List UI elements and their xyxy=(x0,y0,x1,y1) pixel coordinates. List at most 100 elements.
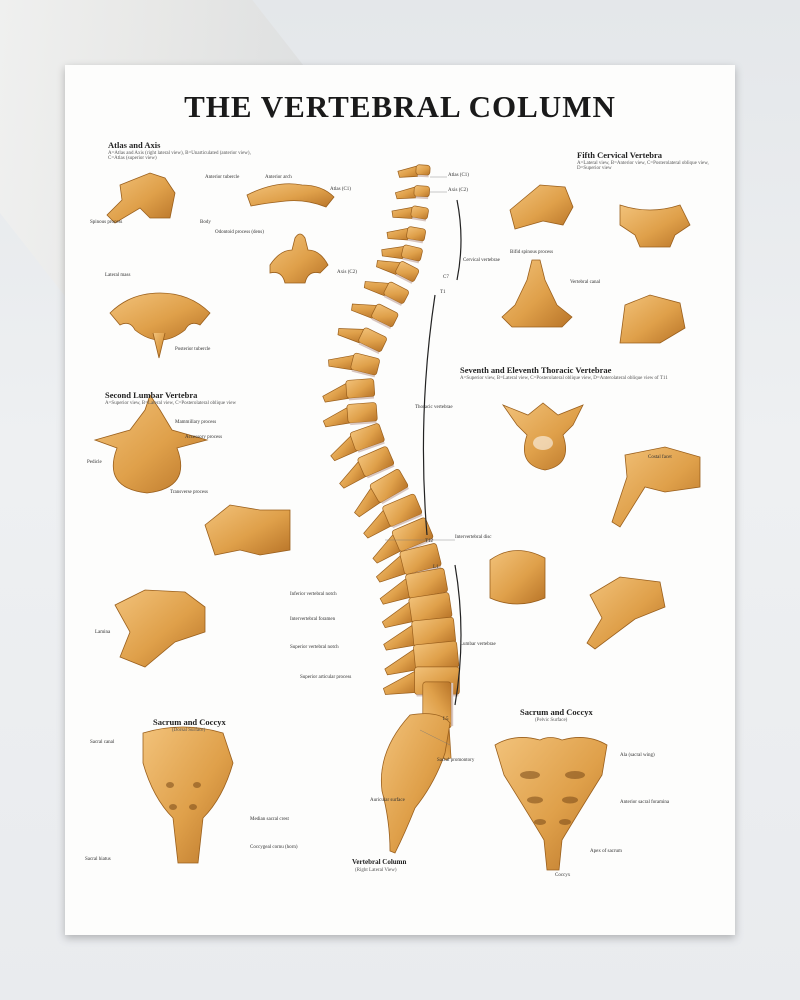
label-cervical: Cervical vertebrae xyxy=(463,258,500,263)
vertebra xyxy=(339,446,395,489)
spinous-process xyxy=(322,407,351,428)
label-anterior-foramina: Anterior sacral foramina xyxy=(620,800,670,805)
intervertebral-disc xyxy=(381,487,409,505)
spinous-process xyxy=(391,206,413,219)
label-superior-notch: Superior vertebral notch xyxy=(290,645,339,650)
label-axis-c2: Axis (C2) xyxy=(337,270,357,275)
section-title-column: Vertebral Column xyxy=(352,858,407,866)
intervertebral-disc xyxy=(366,464,395,479)
section-title-second-lumbar: Second Lumbar Vertebra xyxy=(105,390,198,400)
l2-oblique xyxy=(114,589,206,668)
section-subtitle-fifth-cervical: A=Lateral view, B=Anterior view, C=Poste… xyxy=(577,161,709,171)
intervertebral-disc xyxy=(451,682,454,727)
vertebral-body xyxy=(382,493,423,527)
intervertebral-disc xyxy=(348,396,375,401)
vertebra xyxy=(363,281,409,306)
label-median-crest: Median sacral crest xyxy=(250,817,289,822)
vertebral-body xyxy=(415,164,431,176)
spinous-process xyxy=(322,383,350,403)
atlas-axis-lateral xyxy=(106,172,176,224)
vertebral-body xyxy=(399,543,442,575)
vertebra xyxy=(394,185,430,200)
section-subtitle-sacrum-pelvic: (Pelvic Surface) xyxy=(535,718,568,723)
label-ala: Ala (sacral wing) xyxy=(620,753,655,758)
atlas-superior xyxy=(109,292,211,341)
intervertebral-disc xyxy=(383,295,402,306)
label-sacral-hiatus: Sacral hiatus xyxy=(85,857,111,862)
label-body: Body xyxy=(200,220,211,225)
section-title-sacrum-pelvic: Sacrum and Coccyx xyxy=(520,707,593,717)
intervertebral-disc xyxy=(415,196,429,200)
label-sacral-canal: Sacral canal xyxy=(90,740,115,745)
c5-anterior xyxy=(619,204,691,248)
intervertebral-disc xyxy=(351,369,376,378)
vertebra xyxy=(328,352,380,378)
vertebra xyxy=(381,244,423,264)
section-subtitle-sacrum-dorsal: (Dorsal Surface) xyxy=(172,728,206,733)
intervertebral-disc xyxy=(402,257,420,264)
label-lumbar: Lumbar vertebrae xyxy=(460,642,496,647)
intervertebral-disc xyxy=(395,273,413,284)
anatomy-poster: THE VERTEBRAL COLUMN xyxy=(65,65,735,935)
label-accessory: Accessory process xyxy=(185,435,223,440)
axis-anterior xyxy=(269,233,329,284)
intervertebral-disc xyxy=(412,217,427,222)
t-oblique xyxy=(586,576,666,650)
label-pedicle: Pedicle xyxy=(87,460,102,465)
vertebra xyxy=(376,260,420,284)
label-l5: L5 xyxy=(443,717,449,722)
section-title-atlas-axis: Atlas and Axis xyxy=(108,140,161,150)
vertebral-body xyxy=(413,185,430,198)
vertebral-body xyxy=(369,469,409,503)
label-inferior-notch: Inferior vertebral notch xyxy=(290,592,337,597)
label-lateral-mass: Lateral mass xyxy=(105,273,131,278)
vertebra xyxy=(351,303,399,330)
vertebra xyxy=(354,469,409,518)
section-title-thoracic: Seventh and Eleventh Thoracic Vertebrae xyxy=(460,365,612,375)
poster-title: THE VERTEBRAL COLUMN xyxy=(184,89,616,124)
c5-lateral xyxy=(509,184,574,230)
intervertebral-disc xyxy=(392,513,423,529)
label-anterior-tubercle: Anterior tubercle xyxy=(205,175,240,180)
vertebral-body xyxy=(349,423,385,452)
spinous-process xyxy=(381,246,404,260)
label-bifid-spinous: Bifid spinous process xyxy=(510,250,554,255)
vertebra xyxy=(381,592,453,629)
spinous-process xyxy=(383,624,417,651)
spinous-process xyxy=(381,601,415,629)
section-title-fifth-cervical: Fifth Cervical Vertebra xyxy=(577,150,662,160)
label-coccyx: Coccyx xyxy=(555,873,571,878)
sacrum-lateral xyxy=(380,713,451,854)
section-subtitle-second-lumbar: A=Superior view, B=Lateral view, C=Poste… xyxy=(105,401,237,406)
label-t1: T1 xyxy=(440,290,446,295)
section-subtitle-thoracic: A=Superior view, B=Lateral view, C=Poste… xyxy=(460,376,668,381)
label-thoracic: Thoracic vertebrae xyxy=(415,405,453,410)
vertebra xyxy=(386,226,426,244)
vertebra xyxy=(322,378,376,403)
label-mammillary: Mammillary process xyxy=(175,420,217,425)
label-atlas-c1: Atlas (C1) xyxy=(330,187,351,192)
label-vertebral-canal: Vertebral canal xyxy=(570,280,601,285)
vertebra xyxy=(330,423,385,462)
label-spinous: Spinous process xyxy=(90,220,123,225)
label-l1: L1 xyxy=(433,565,439,570)
label-superior-process: Superior articular process xyxy=(300,675,352,680)
vertebra xyxy=(383,616,456,651)
section-title-sacrum-dorsal: Sacrum and Coccyx xyxy=(153,717,226,727)
vertebral-body xyxy=(346,402,378,424)
vertebral-body xyxy=(406,226,426,242)
vertebral-column-drawing xyxy=(322,164,460,854)
label-foramen: Intervertebral foramen xyxy=(290,617,336,622)
label-sacral-promontory: Sacral promontory xyxy=(437,758,475,763)
intervertebral-disc xyxy=(407,238,423,244)
intervertebral-disc xyxy=(357,441,385,453)
label-costal-facet: Costal facet xyxy=(648,455,672,460)
c5-superior xyxy=(501,259,573,328)
vertebra xyxy=(397,164,431,178)
l2-lateral xyxy=(204,504,291,556)
vertebral-body xyxy=(383,281,409,304)
intervertebral-disc xyxy=(358,342,380,355)
intervertebral-disc xyxy=(371,317,392,330)
label-coccygeal-cornu: Coccygeal cornu (horn) xyxy=(250,845,298,850)
spinous-process xyxy=(394,186,417,200)
